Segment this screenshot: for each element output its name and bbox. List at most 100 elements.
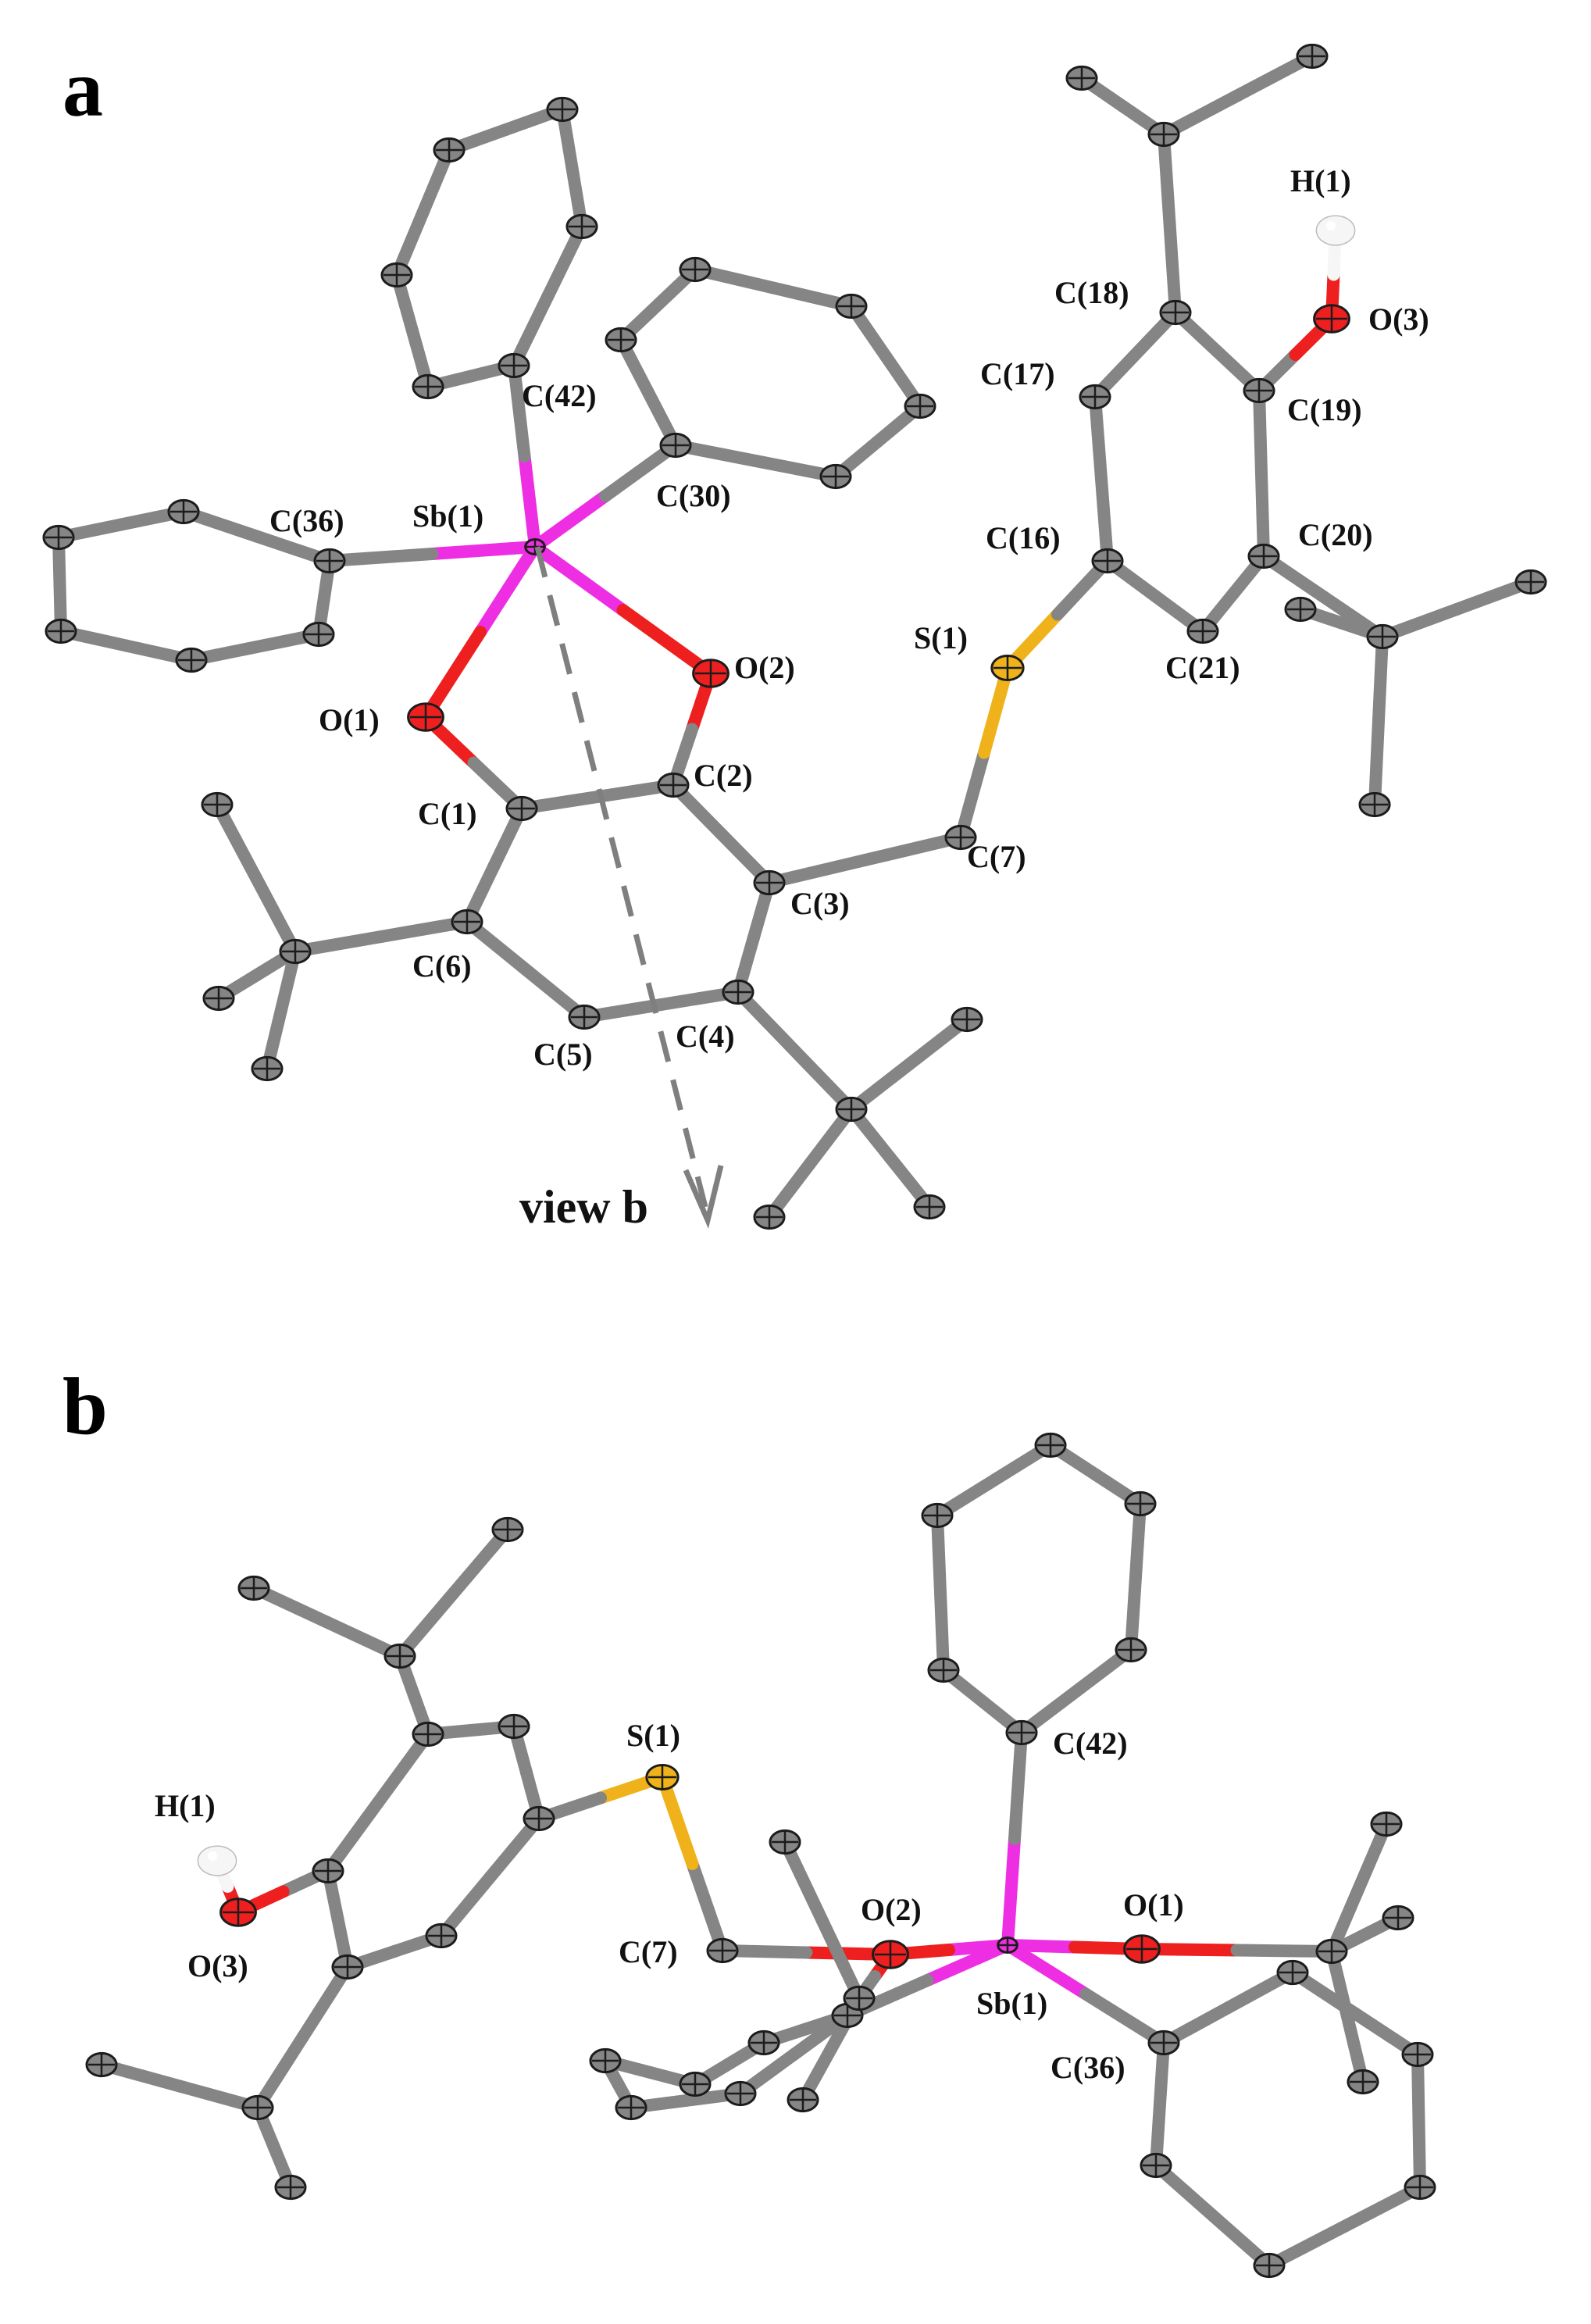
a-bond-Ct6-Ct6a <box>211 798 262 884</box>
b-atom-C39 <box>1404 2174 1436 2201</box>
b-bond-Sb1-C36 <box>1079 1987 1170 2049</box>
a-atom-Ct4b <box>753 1204 786 1230</box>
a-atom-C30 <box>659 432 692 459</box>
b-atom-O2 <box>872 1940 909 1969</box>
b-atom-Ct20 <box>241 2094 274 2121</box>
b-atom-Ct18a <box>237 1575 270 1601</box>
label-layer: a b view b C(42) C(30) C(36) Sb(1) O(1) … <box>62 44 1429 2085</box>
label-a-c19: C(19) <box>1287 392 1362 427</box>
label-a-c3: C(3) <box>790 886 850 921</box>
b-bond-Ct18-Ct18b <box>448 1523 514 1599</box>
label-a-c7: C(7) <box>967 839 1026 874</box>
b-atom-C46 <box>1124 1490 1157 1517</box>
b-bond-C7-S1 <box>656 1771 699 1870</box>
label-a-o1: O(1) <box>319 702 380 737</box>
b-atom-C44 <box>921 1502 954 1529</box>
b-atom-C31 <box>747 2029 780 2056</box>
b-bond-C18-C19 <box>322 1796 384 1877</box>
b-atom-C40 <box>1253 2252 1286 2279</box>
a-atom-Ct6b <box>202 985 235 1012</box>
b-atom-Ct4 <box>843 1985 876 2012</box>
b-atom-C37 <box>1276 1959 1309 1986</box>
b-atom-Ct6a <box>1370 1811 1403 1837</box>
a-atom-C21 <box>1186 618 1219 644</box>
b-atom-Ct18 <box>383 1643 416 1669</box>
label-a-c5: C(5) <box>533 1037 593 1072</box>
a-atom-Ct20c <box>1284 596 1317 623</box>
a-atom-C18 <box>1159 299 1192 326</box>
b-bond-Sb1-C42 <box>1001 1833 1021 1951</box>
a-atom-C4 <box>722 979 754 1005</box>
label-a-c16: C(16) <box>986 520 1061 555</box>
a-bond-C7-S1 <box>978 662 1014 759</box>
a-atom-C2 <box>657 772 690 798</box>
a-atom-Ct20a <box>1514 569 1547 595</box>
b-atom-Ct4a <box>769 1829 801 1855</box>
label-b-c7: C(7) <box>619 1934 678 1969</box>
b-bond-C43-C44 <box>931 1509 947 1599</box>
a-atom-Ct4 <box>835 1096 868 1123</box>
b-bond-Sb1-C30 <box>921 1939 1014 1987</box>
a-bond-C3-C7 <box>858 831 967 866</box>
a-atom-C32 <box>904 393 936 419</box>
b-atom-S1 <box>645 1764 680 1790</box>
b-atom-C19 <box>312 1858 344 1884</box>
label-b-h1: H(1) <box>155 1788 216 1823</box>
view-direction-arrow <box>534 546 724 1229</box>
b-atom-O3 <box>219 1897 257 1927</box>
atom-layer <box>42 43 1547 2279</box>
b-atom-Ct4b <box>787 2087 819 2113</box>
a-atom-H1 <box>1315 215 1356 246</box>
label-a-h1: H(1) <box>1290 163 1351 198</box>
a-bond-Sb1-C42 <box>518 450 541 553</box>
b-atom-H1 <box>197 1845 237 1876</box>
b-atom-O1 <box>1123 1934 1161 1964</box>
a-atom-C17 <box>1079 384 1111 410</box>
label-a-c2: C(2) <box>694 758 753 793</box>
a-atom-Ct4a <box>951 1006 983 1033</box>
b-bond-C43-C44 <box>934 1587 950 1676</box>
b-bond-C18-C19 <box>372 1728 434 1809</box>
b-bond-Sb1-C42 <box>1008 1726 1028 1845</box>
b-bond-C20-Ct20 <box>251 2031 309 2114</box>
a-bond-Ct20-Ct20b <box>1372 630 1389 727</box>
b-atom-C38 <box>1401 2041 1434 2068</box>
a-atom-Ct18a <box>1065 65 1098 91</box>
label-a-sb1: Sb(1) <box>412 498 483 534</box>
b-atom-C41 <box>1140 2152 1172 2179</box>
a-atom-Ct6 <box>279 938 312 965</box>
b-atom-C43 <box>927 1657 960 1683</box>
b-atom-C17 <box>498 1713 530 1740</box>
a-bond-C3-C7 <box>763 854 872 889</box>
label-b-sb1: Sb(1) <box>976 1986 1047 2021</box>
b-bond-Ct4-Ct4a <box>779 1836 829 1926</box>
a-bond-Sb1-C36 <box>426 541 541 560</box>
a-atom-O2 <box>692 659 730 688</box>
b-atom-C18 <box>412 1721 444 1747</box>
b-bond-C20-Ct20 <box>296 1961 354 2044</box>
a-bond-C16-C17 <box>1095 473 1114 567</box>
a-bond-Sb1-C30 <box>529 490 612 553</box>
label-b-o2: O(2) <box>861 1892 922 1927</box>
a-atom-C1 <box>505 795 538 822</box>
view-b-label: view b <box>519 1181 648 1233</box>
b-atom-Ct18b <box>491 1516 524 1543</box>
a-atom-C45 <box>433 137 466 163</box>
a-atom-C16 <box>1091 548 1124 574</box>
b-atom-C45 <box>1034 1432 1067 1458</box>
a-bond-C18-Ct18 <box>1158 128 1176 230</box>
label-a-c1: C(1) <box>418 796 477 831</box>
label-a-s1: S(1) <box>914 620 968 655</box>
a-bond-C19-C20 <box>1253 384 1268 480</box>
panel-label-a: a <box>62 44 103 134</box>
b-atom-Ct20b <box>274 2174 307 2201</box>
b-atom-C33 <box>589 2047 622 2074</box>
a-bond-Sb1-O1 <box>474 541 541 638</box>
a-atom-C20 <box>1247 543 1280 569</box>
a-atom-C6 <box>451 909 483 935</box>
a-atom-C5 <box>568 1004 601 1030</box>
b-bond-Sb1-C36 <box>1001 1939 1092 2001</box>
a-atom-Sb1 <box>524 538 546 555</box>
label-a-c36: C(36) <box>269 503 344 538</box>
